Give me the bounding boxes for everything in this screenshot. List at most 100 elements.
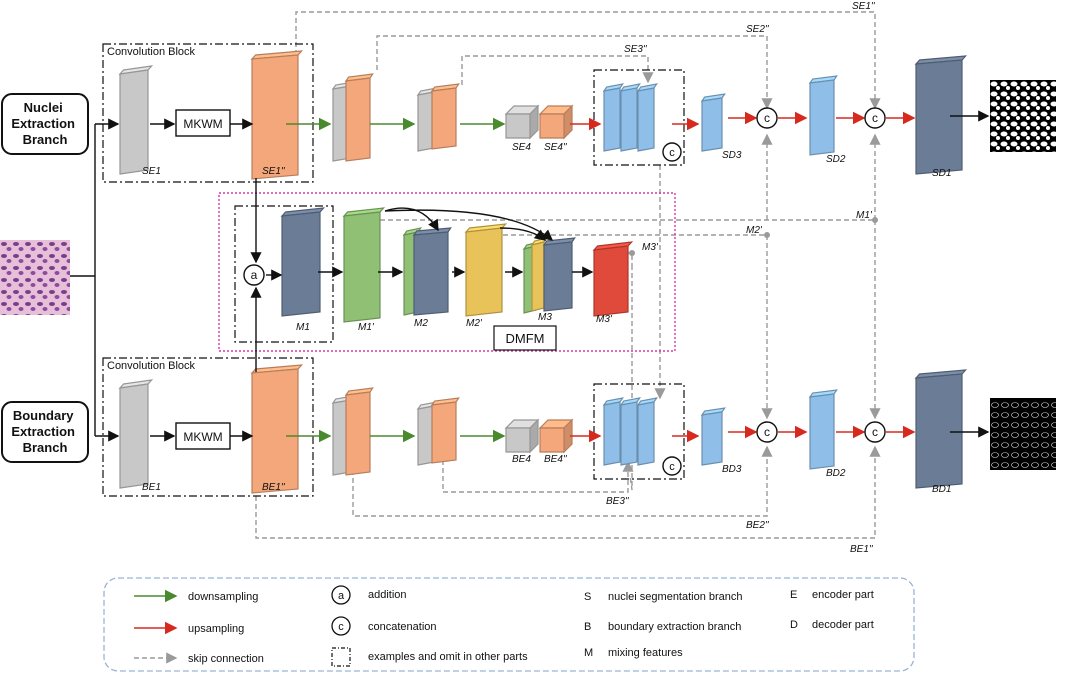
nuclei-layer-d2 <box>808 75 838 156</box>
boundary-layer-e4 <box>504 418 540 454</box>
label-m2: M2 <box>414 318 428 329</box>
nuclei-layer-e1 <box>118 65 154 175</box>
svg-text:S: S <box>584 591 591 603</box>
mkwm-top-label: MKWM <box>183 117 222 131</box>
svg-text:c: c <box>872 425 878 439</box>
nuclei-output-image <box>990 80 1056 152</box>
label-m1p-r: M1' <box>856 210 873 221</box>
skip-junction-dots <box>629 217 878 256</box>
svg-text:E: E <box>790 589 797 601</box>
nuclei-layer-d4c <box>636 83 659 152</box>
svg-text:c: c <box>669 147 675 159</box>
label-se4pp: SE4'' <box>544 142 568 153</box>
label-be4: BE4 <box>512 454 531 465</box>
concat-op-bd1: c <box>864 421 886 443</box>
label-sd3: SD3 <box>722 150 742 161</box>
label-m2p-r: M2' <box>746 225 763 236</box>
label-bd2: BD2 <box>826 468 846 479</box>
svg-text:D: D <box>790 619 798 631</box>
label-be4pp: BE4'' <box>544 454 568 465</box>
dmfm-region <box>218 192 676 352</box>
concat-op-bottom-box: c <box>662 456 682 476</box>
conv-block-bottom <box>102 357 314 497</box>
nuclei-layer-d1 <box>914 55 968 175</box>
concat-dashbox-top <box>593 69 685 166</box>
skip-connections <box>255 11 881 539</box>
boundary-layer-e1pp <box>250 364 304 494</box>
nuclei-branch-line1: Nuclei <box>24 100 63 115</box>
concat-op-sd2: c <box>756 107 778 129</box>
addition-op: a <box>243 264 265 286</box>
downsampling-arrows <box>286 117 506 443</box>
boundary-layer-d4b <box>619 397 642 466</box>
svg-text:B: B <box>584 621 591 633</box>
legend-b-desc: boundary extraction branch <box>608 621 741 633</box>
dmfm-m3p <box>592 241 634 317</box>
nuclei-layer-e3a <box>416 87 439 152</box>
nuclei-layer-e4pp <box>538 104 574 140</box>
nuclei-layer-e3b <box>430 83 460 150</box>
upsampling-arrows <box>570 111 916 443</box>
svg-text:c: c <box>872 111 878 125</box>
boundary-layer-d4a <box>602 397 625 466</box>
label-be2pp: BE2'' <box>746 520 770 531</box>
legend-box <box>103 577 915 672</box>
label-m3p-r: M3' <box>642 242 659 253</box>
label-se4: SE4 <box>512 142 531 153</box>
dmfm-label-box <box>493 325 557 351</box>
label-se1pp: SE1'' <box>262 166 286 177</box>
svg-text:c: c <box>669 461 675 473</box>
label-bd3: BD3 <box>722 464 742 475</box>
dmfm-label: DMFM <box>506 331 545 346</box>
label-se3pp-top: SE3'' <box>624 44 648 55</box>
concat-op-sd1: c <box>864 107 886 129</box>
label-sd1: SD1 <box>932 168 951 179</box>
svg-text:c: c <box>764 425 770 439</box>
concat-op-bd2: c <box>756 421 778 443</box>
label-be1: BE1 <box>142 482 161 493</box>
mkwm-bottom-box <box>175 422 231 450</box>
legend-addition: addition <box>368 589 407 601</box>
legend-upsampling: upsampling <box>188 623 244 635</box>
boundary-output-image <box>990 398 1056 470</box>
conv-block-top-label: Convolution Block <box>107 46 196 58</box>
nuclei-branch-box: Nuclei Extraction Branch <box>1 93 89 155</box>
dmfm-m2b <box>412 227 452 316</box>
label-be1pp: BE1'' <box>262 482 286 493</box>
mkwm-bottom-label: MKWM <box>183 430 222 444</box>
boundary-branch-box: Boundary Extraction Branch <box>1 401 89 463</box>
dmfm-m1 <box>280 207 326 317</box>
svg-text:M: M <box>584 647 593 659</box>
label-m1p: M1' <box>358 322 375 333</box>
legend-s-desc: nuclei segmentation branch <box>608 591 743 603</box>
label-be1pp-b: BE1'' <box>850 544 874 555</box>
label-m3p: M3' <box>596 314 613 325</box>
legend-m-desc: mixing features <box>608 647 683 659</box>
dmfm-m1p <box>342 207 386 323</box>
label-m1: M1 <box>296 322 310 333</box>
label-bd1: BD1 <box>932 484 951 495</box>
legend-concat: concatenation <box>368 621 437 633</box>
dmfm-m2p <box>464 223 508 317</box>
svg-text:a: a <box>338 590 345 602</box>
label-se1pp-top: SE1'' <box>852 1 876 12</box>
label-m2p: M2' <box>466 318 483 329</box>
dmfm-m3c <box>542 237 576 312</box>
nuclei-layer-d3 <box>700 93 726 152</box>
nuclei-layer-e2b <box>344 73 374 162</box>
label-se1: SE1 <box>142 166 161 177</box>
legend-e-desc: encoder part <box>812 589 874 601</box>
boundary-layer-e1 <box>118 379 154 489</box>
svg-text:Nuclei Extraction: Nuclei Extraction Branch <box>11 100 78 147</box>
input-connector <box>70 118 120 442</box>
nuclei-layer-e1pp <box>250 50 304 180</box>
legend-d-desc: decoder part <box>812 619 874 631</box>
label-sd2: SD2 <box>826 154 846 165</box>
black-arrows <box>150 110 990 442</box>
label-se2pp-top: SE2'' <box>746 24 770 35</box>
legend-downsampling: downsampling <box>188 591 258 603</box>
boundary-layer-e2b <box>344 387 374 476</box>
svg-text:c: c <box>764 111 770 125</box>
nuclei-layer-d4b <box>619 83 642 152</box>
